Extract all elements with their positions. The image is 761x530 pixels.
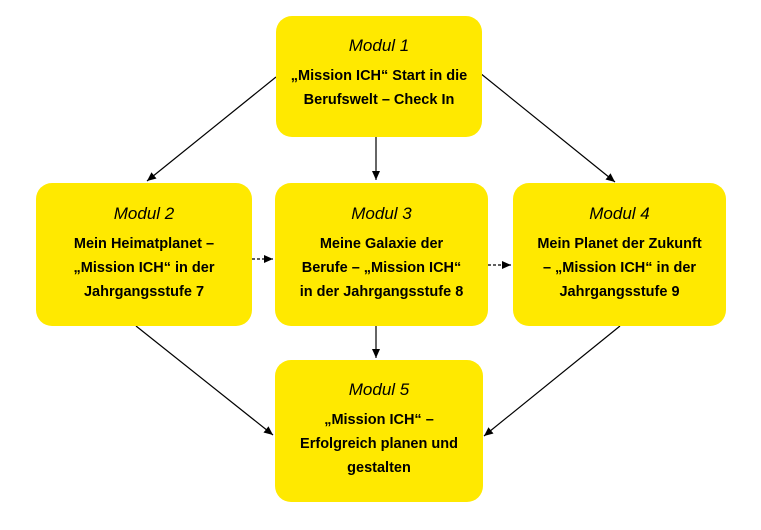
arrow-m1-m2 [146,76,277,182]
arrow-m2-m5 [135,325,274,436]
module-1-text: „Mission ICH“ Start in die Berufswelt – … [276,64,482,112]
module-3-title: Modul 3 [351,204,412,223]
module-2-line-3: Jahrgangsstufe 7 [83,284,205,300]
module-3-box: Modul 3 Meine Galaxie der Berufe – „Miss… [275,183,488,326]
module-3-line-3: in der Jahrgangsstufe 8 [299,284,464,300]
module-2-title: Modul 2 [113,204,175,223]
module-1-title: Modul 1 [348,36,410,55]
module-4-box: Modul 4 Mein Planet der Zukunft – „Missi… [513,183,726,326]
module-4-text: Mein Planet der Zukunft – „Mission ICH“ … [513,232,726,304]
module-5-line-3: gestalten [347,460,411,476]
module-2-line-2: „Mission ICH“ in der [73,260,215,276]
module-2-box: Modul 2 Mein Heimatplanet – „Mission ICH… [36,183,252,326]
module-1-box: Modul 1 „Mission ICH“ Start in die Beruf… [276,16,482,137]
module-4-title: Modul 4 [589,204,650,223]
module-3-text: Meine Galaxie der Berufe – „Mission ICH“… [275,232,488,304]
module-5-box: Modul 5 „Mission ICH“ – Erfolgreich plan… [275,360,483,502]
module-4-line-2: – „Mission ICH“ in der [542,260,697,276]
module-1-line-1: „Mission ICH“ Start in die [290,68,468,84]
module-3-line-2: Berufe – „Mission ICH“ [301,260,462,276]
module-2-text: Mein Heimatplanet – „Mission ICH“ in der… [36,232,252,304]
module-5-text: „Mission ICH“ – Erfolgreich planen und g… [275,408,483,480]
module-2-line-1: Mein Heimatplanet – [73,236,215,252]
module-1-line-2: Berufswelt – Check In [303,92,455,108]
module-3-line-1: Meine Galaxie der [319,236,444,252]
module-5-title: Modul 5 [348,380,410,399]
module-5-line-1: „Mission ICH“ – [324,412,434,428]
arrow-m1-m4 [479,72,616,183]
arrow-m4-m5 [483,325,621,437]
module-4-line-1: Mein Planet der Zukunft [537,236,702,252]
module-5-line-2: Erfolgreich planen und [300,436,458,452]
module-4-line-3: Jahrgangsstufe 9 [559,284,680,300]
